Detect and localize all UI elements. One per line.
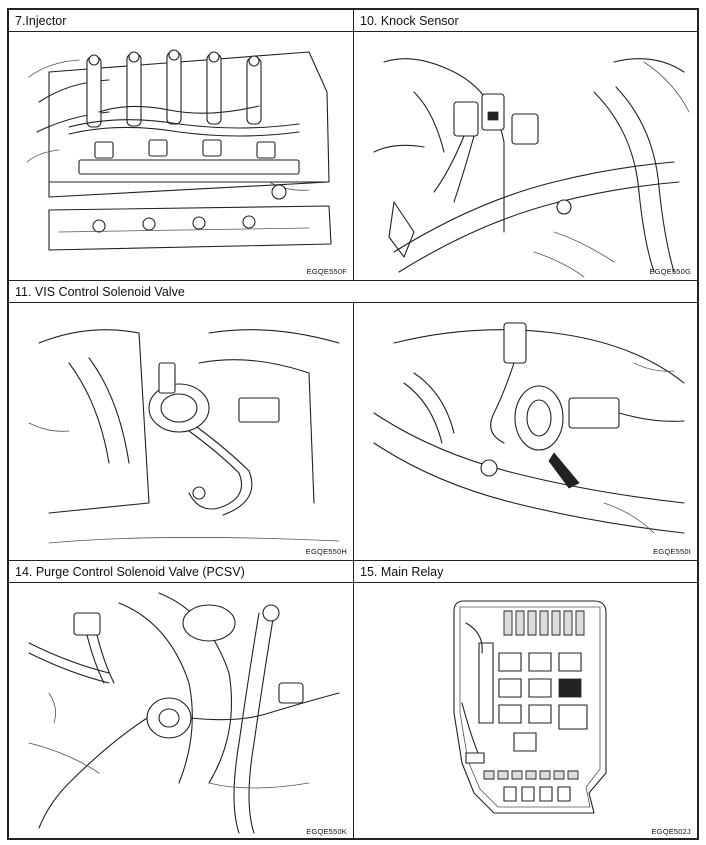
panel-pcsv: 14. Purge Control Solenoid Valve (PCSV) xyxy=(9,561,353,840)
rule-1 xyxy=(9,280,697,281)
panel-vis-left: EGQE550H xyxy=(9,303,353,560)
divider-row2 xyxy=(353,303,354,560)
vis-right-illustration: EGQE550I xyxy=(354,303,697,560)
figure-code-pcsv: EGQE550K xyxy=(306,827,347,836)
vis-left-illustration: EGQE550H xyxy=(9,303,353,560)
row-3: 14. Purge Control Solenoid Valve (PCSV) xyxy=(9,561,697,840)
main-relay-illustration: EGQE502J xyxy=(354,583,697,840)
rule-2 xyxy=(9,560,697,561)
panel-title-pcsv: 14. Purge Control Solenoid Valve (PCSV) xyxy=(9,561,353,583)
row-2: 11. VIS Control Solenoid Valve xyxy=(9,281,697,560)
vis-left-drawing xyxy=(9,303,353,560)
pcsv-illustration: EGQE550K xyxy=(9,583,353,840)
figure-code-vis-left: EGQE550H xyxy=(305,547,347,556)
component-location-sheet: 7.Injector xyxy=(7,8,699,840)
panel-injector: 7.Injector xyxy=(9,10,353,280)
injector-drawing xyxy=(9,32,353,280)
figure-code-main-relay: EGQE502J xyxy=(651,827,691,836)
panel-knock-sensor: 10. Knock Sensor xyxy=(354,10,697,280)
panel-title-main-relay: 15. Main Relay xyxy=(354,561,697,583)
divider-row1 xyxy=(353,10,354,280)
row-1: 7.Injector xyxy=(9,10,697,280)
figure-code-vis-right: EGQE550I xyxy=(653,547,691,556)
figure-code-knock-sensor: EGQE550G xyxy=(649,267,691,276)
panel-main-relay: 15. Main Relay xyxy=(354,561,697,840)
main-relay-drawing xyxy=(354,583,697,840)
pcsv-drawing xyxy=(9,583,353,840)
vis-right-drawing xyxy=(354,303,697,560)
figure-code-injector: EGQE550F xyxy=(306,267,347,276)
divider-row3 xyxy=(353,561,354,840)
knock-sensor-drawing xyxy=(354,32,697,280)
panel-title-injector: 7.Injector xyxy=(9,10,353,32)
panel-title-knock-sensor: 10. Knock Sensor xyxy=(354,10,697,32)
knock-sensor-illustration: EGQE550G xyxy=(354,32,697,280)
panel-title-vis-valve: 11. VIS Control Solenoid Valve xyxy=(9,281,697,303)
injector-illustration: EGQE550F xyxy=(9,32,353,280)
panel-vis-right: EGQE550I xyxy=(354,303,697,560)
